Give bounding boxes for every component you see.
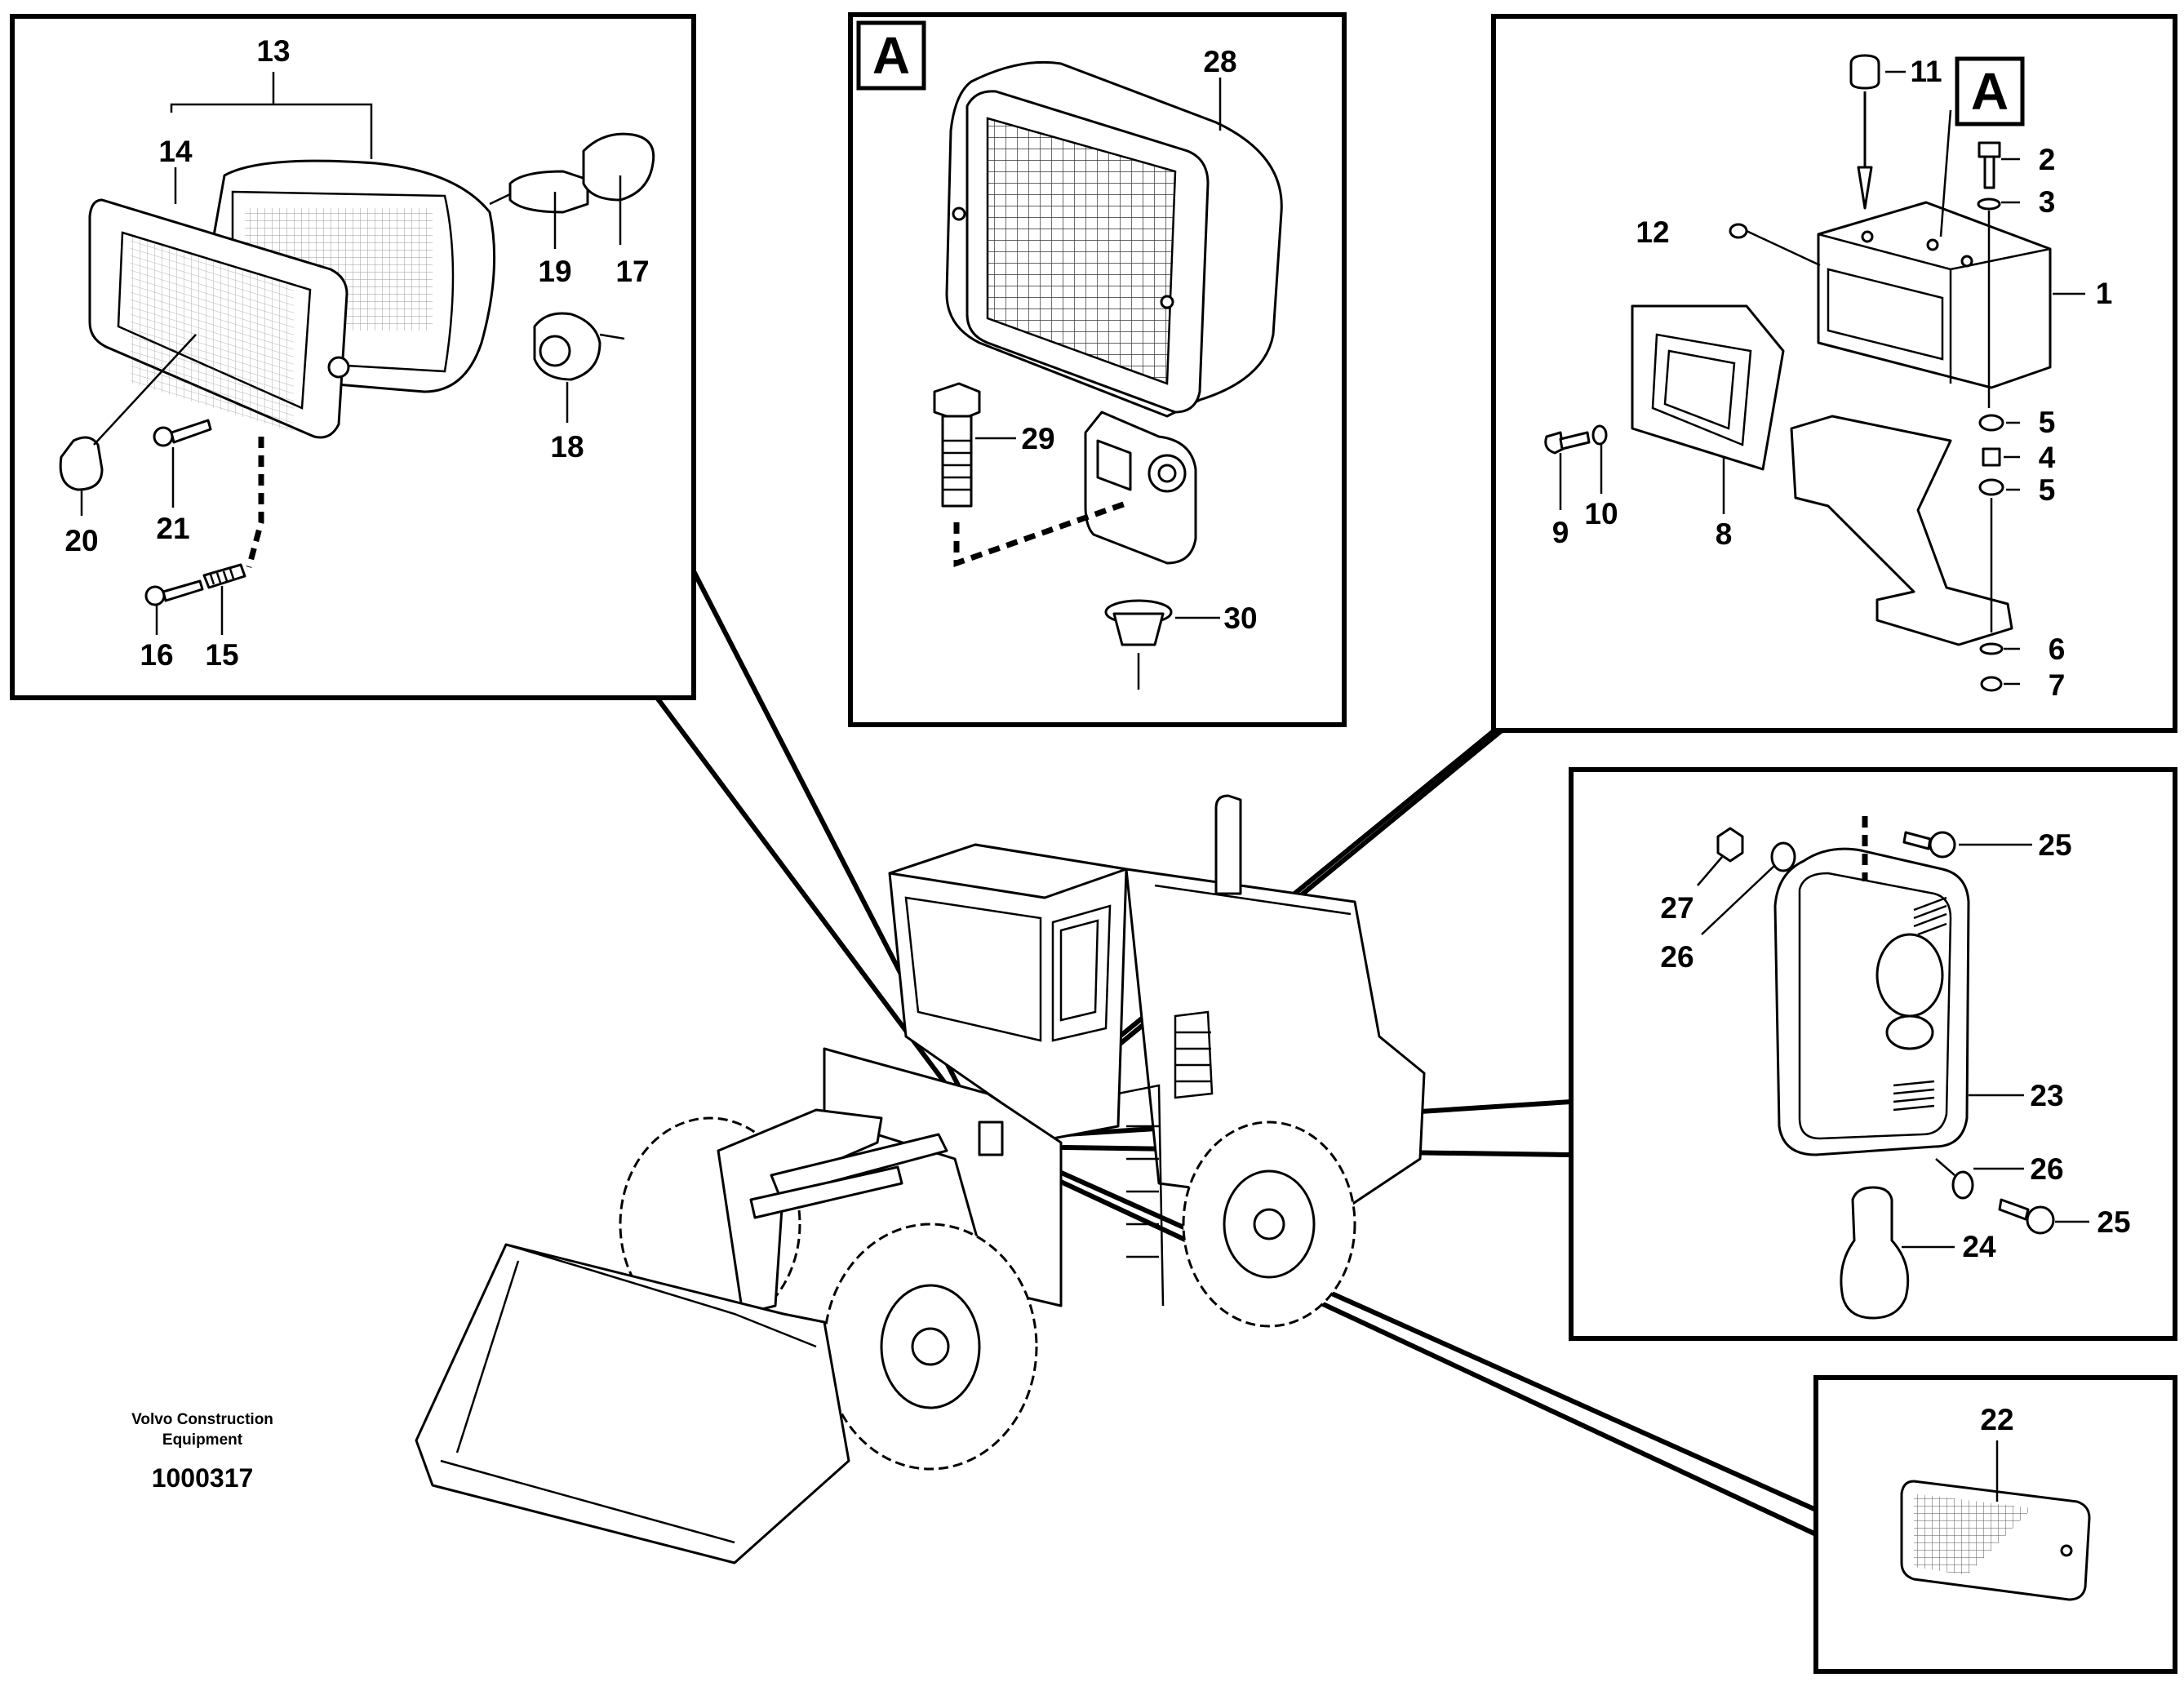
- callout-11: 11: [1910, 55, 1942, 88]
- callout-26-top: 26: [1660, 940, 1693, 974]
- callout-13: 13: [256, 34, 290, 68]
- callout-25-top: 25: [2038, 828, 2071, 862]
- callout-3: 3: [2039, 185, 2056, 219]
- panel-bracket-assembly: [1491, 14, 2177, 733]
- callout-6: 6: [2049, 632, 2066, 666]
- panel-tail-lamp: [1569, 767, 2177, 1341]
- washer-top: [1770, 841, 1796, 872]
- bulb: [508, 170, 589, 214]
- callouts: 13 14 19 17 18 20 21 16 15 28 29 30 11 2…: [64, 34, 2130, 1436]
- light-cluster: [978, 1121, 1004, 1156]
- screw-with-washer: [1544, 424, 1608, 455]
- callout-25-bottom: 25: [2097, 1205, 2130, 1239]
- panel-work-lamp: [848, 12, 1347, 727]
- mounting-plate: [1631, 304, 1785, 471]
- callout-20: 20: [64, 524, 98, 557]
- tail-lamp-body: [1773, 847, 1970, 1156]
- callout-30: 30: [1223, 601, 1257, 635]
- callout-24: 24: [1962, 1230, 1996, 1263]
- view-tag-bracket: A: [1971, 62, 2009, 121]
- document-number: 1000317: [152, 1463, 254, 1493]
- callout-28: 28: [1203, 45, 1236, 78]
- callout-29: 29: [1021, 422, 1054, 455]
- exhaust-pipe: [1214, 794, 1242, 895]
- callout-17: 17: [615, 255, 649, 288]
- company-name-line1: Volvo Construction: [131, 1411, 273, 1428]
- callout-23: 23: [2030, 1079, 2063, 1112]
- panel-reflector: [1813, 1375, 2177, 1674]
- rubber-cap: [1849, 54, 1880, 90]
- washer-bottom: [1951, 1170, 1974, 1200]
- callout-27: 27: [1660, 891, 1693, 925]
- tail-lamp-lens-round: [1875, 933, 1944, 1018]
- screw: [153, 419, 212, 447]
- callout-9: 9: [1552, 516, 1569, 549]
- fastener-stack: [1977, 141, 2004, 692]
- work-lamp-lens: [986, 117, 1177, 385]
- callout-12: 12: [1636, 215, 1669, 249]
- callout-14: 14: [158, 135, 193, 168]
- bolt: [933, 382, 981, 508]
- callout-8: 8: [1716, 517, 1733, 551]
- callout-18: 18: [550, 430, 584, 464]
- flange-nut: [1104, 599, 1173, 690]
- adjust-screw: [144, 563, 246, 606]
- panel-headlight: [10, 14, 696, 700]
- callout-2: 2: [2039, 143, 2056, 176]
- callout-10: 10: [1584, 497, 1618, 530]
- callout-5-upper: 5: [2039, 406, 2056, 439]
- bulb-socket: [582, 132, 655, 202]
- nut: [1716, 827, 1744, 863]
- callout-15: 15: [205, 638, 238, 672]
- callout-4: 4: [2039, 441, 2056, 474]
- callout-1: 1: [2096, 277, 2113, 310]
- small-bulb: [59, 436, 104, 491]
- callout-26-bottom: 26: [2030, 1152, 2063, 1186]
- view-tag-work-lamp: A: [872, 26, 910, 85]
- washer: [1729, 223, 1748, 239]
- callout-5-lower: 5: [2039, 473, 2056, 507]
- callout-21: 21: [156, 512, 189, 545]
- callout-22: 22: [1980, 1403, 2013, 1436]
- callout-16: 16: [140, 638, 173, 672]
- screw-top: [1902, 831, 1956, 859]
- screw-bottom: [1998, 1198, 2055, 1235]
- wheel-loader: [415, 794, 1426, 1564]
- support-arm: [1790, 415, 2013, 646]
- tail-bulb: [1840, 1186, 1910, 1320]
- company-name-line2: Equipment: [162, 1431, 243, 1449]
- callout-7: 7: [2049, 668, 2066, 702]
- callout-19: 19: [538, 255, 571, 288]
